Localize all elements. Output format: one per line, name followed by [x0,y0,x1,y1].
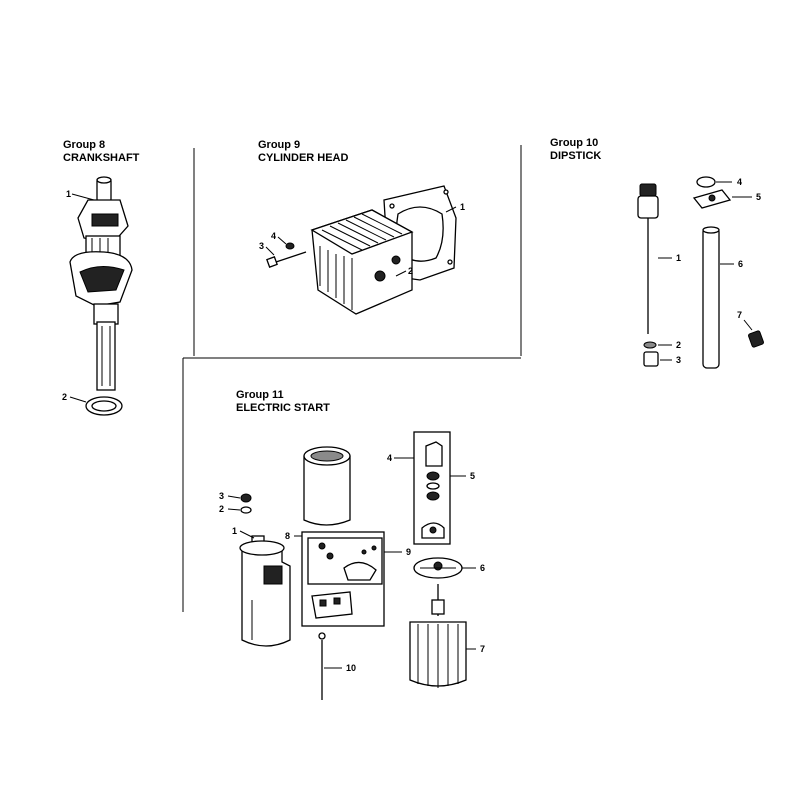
brush-kit-part [301,531,385,627]
g11-callout-2: 2 [219,504,224,514]
group-8-number: Group 8 [63,139,106,151]
tube-nut-part [748,330,764,348]
dipstick-o-ring-part [643,341,657,349]
g8-callout-1: 1 [66,189,71,199]
armature-part [409,584,467,688]
group-9-title: Group 9 CYLINDER HEAD [258,139,348,165]
starter-nut-part [240,493,252,503]
group-9-name: CYLINDER HEAD [258,152,349,164]
g10-callout-5: 5 [756,192,761,202]
g11-callout-4: 4 [387,453,392,463]
cylinder-head-part [310,209,414,315]
dipstick-tube-nut-part [643,351,659,367]
end-cap-part [413,557,463,579]
group-8-title: Group 8 CRANKSHAFT [63,139,139,165]
g11-callout-6: 6 [480,563,485,573]
dipstick-part [637,183,659,334]
group-10-dipstick-drawing: 1 2 3 4 5 6 7 [637,176,764,369]
head-washer-part [285,242,295,250]
thru-bolt-part [318,632,326,700]
g8-callout-2: 2 [62,392,67,402]
group-11-number: Group 11 [236,389,284,401]
g11-callout-5: 5 [470,471,475,481]
g10-callout-7: 7 [737,310,742,320]
g9-callout-4: 4 [271,231,276,241]
g9-callout-2: 2 [408,266,413,276]
group-11-electric-start-drawing: 1 2 3 4 5 6 7 8 9 10 [219,431,485,700]
crank-washer-part [85,396,123,416]
dipstick-tube-part [702,226,720,369]
group-10-number: Group 10 [550,137,599,149]
starter-housing-part [303,446,351,526]
g10-callout-1: 1 [676,253,681,263]
group-8-crankshaft-drawing: 1 2 [62,176,133,416]
group-10-name: DIPSTICK [550,150,602,162]
group-11-name: ELECTRIC START [236,402,330,414]
head-bolt-part [266,251,307,268]
g11-callout-9: 9 [406,547,411,557]
starter-washer-part [240,506,252,514]
g10-callout-3: 3 [676,355,681,365]
g11-callout-3: 3 [219,491,224,501]
group-8-name: CRANKSHAFT [63,152,140,164]
group-9-number: Group 9 [258,139,301,151]
section-dividers [182,145,522,612]
group-10-title: Group 10 DIPSTICK [550,137,601,163]
g11-callout-10: 10 [346,663,356,673]
g9-callout-1: 1 [460,202,465,212]
tube-seal-part [696,176,716,188]
group-11-title: Group 11 ELECTRIC START [236,389,330,415]
g10-callout-2: 2 [676,340,681,350]
group-9-cylinder-head-drawing: 1 2 3 4 [259,185,465,315]
starter-motor-part [239,535,291,647]
g11-callout-8: 8 [285,531,290,541]
g10-callout-4: 4 [737,177,742,187]
drive-kit-part [413,431,451,545]
g9-callout-3: 3 [259,241,264,251]
crankshaft-part [69,176,133,391]
g10-callout-6: 6 [738,259,743,269]
tube-bracket-part [692,189,732,209]
g11-callout-1: 1 [232,526,237,536]
g11-callout-7: 7 [480,644,485,654]
